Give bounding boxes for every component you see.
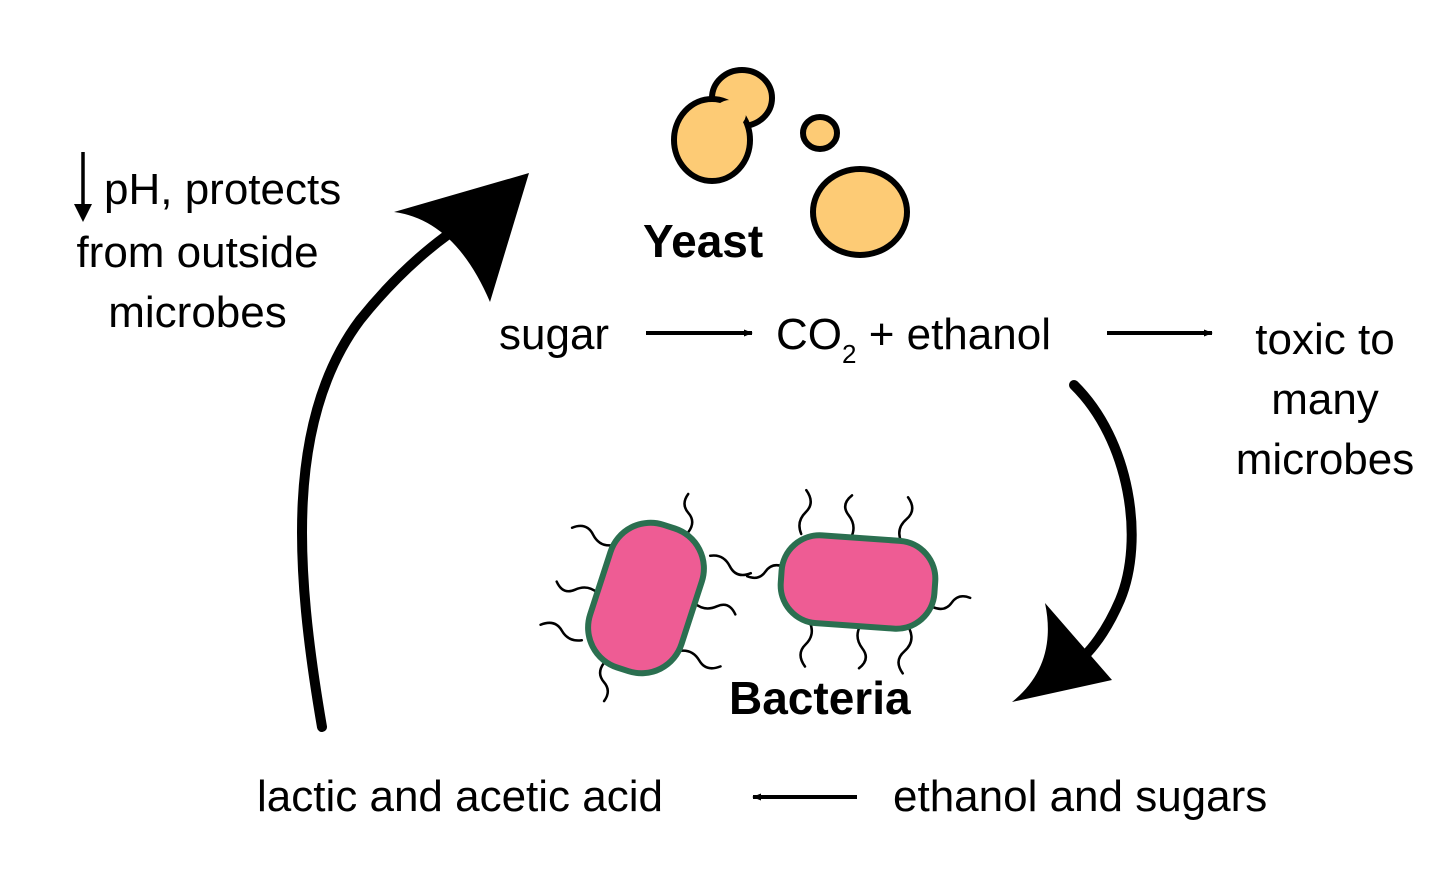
toxic-label: toxic to many microbes: [1214, 310, 1436, 490]
ph-line-2: from outside: [76, 228, 319, 277]
yeast-label: Yeast: [643, 215, 764, 267]
co2-subscript: 2: [842, 339, 857, 369]
ph-line-3: microbes: [108, 288, 287, 337]
ethanol-text: + ethanol: [856, 310, 1051, 359]
toxic-line-1: toxic to: [1255, 315, 1395, 364]
cycle-arrow-left-icon: [297, 173, 529, 732]
toxic-line-3: microbes: [1235, 435, 1415, 484]
ph-line-1: pH, protects: [104, 165, 342, 214]
co2-text: CO: [776, 310, 842, 359]
ethanol-sugars-label: ethanol and sugars: [893, 772, 1268, 821]
bacteria-label: Bacteria: [729, 672, 911, 724]
down-arrow-icon: [74, 152, 92, 222]
bacterium-right-icon: [745, 488, 972, 675]
sugar-label: sugar: [499, 310, 610, 359]
yeast-cells: [671, 67, 910, 258]
yeast-large-cell-icon: [810, 166, 910, 258]
bacterium-left-icon: [539, 492, 753, 703]
ph-lines-rest: from outside microbes: [50, 223, 345, 343]
toxic-line-2: many: [1271, 375, 1379, 424]
acids-label: lactic and acetic acid: [257, 772, 663, 821]
yeast-small-cell-icon: [800, 114, 840, 152]
cycle-arrow-right-icon: [1012, 380, 1137, 702]
co2-ethanol-label: CO2 + ethanol: [776, 310, 1051, 369]
